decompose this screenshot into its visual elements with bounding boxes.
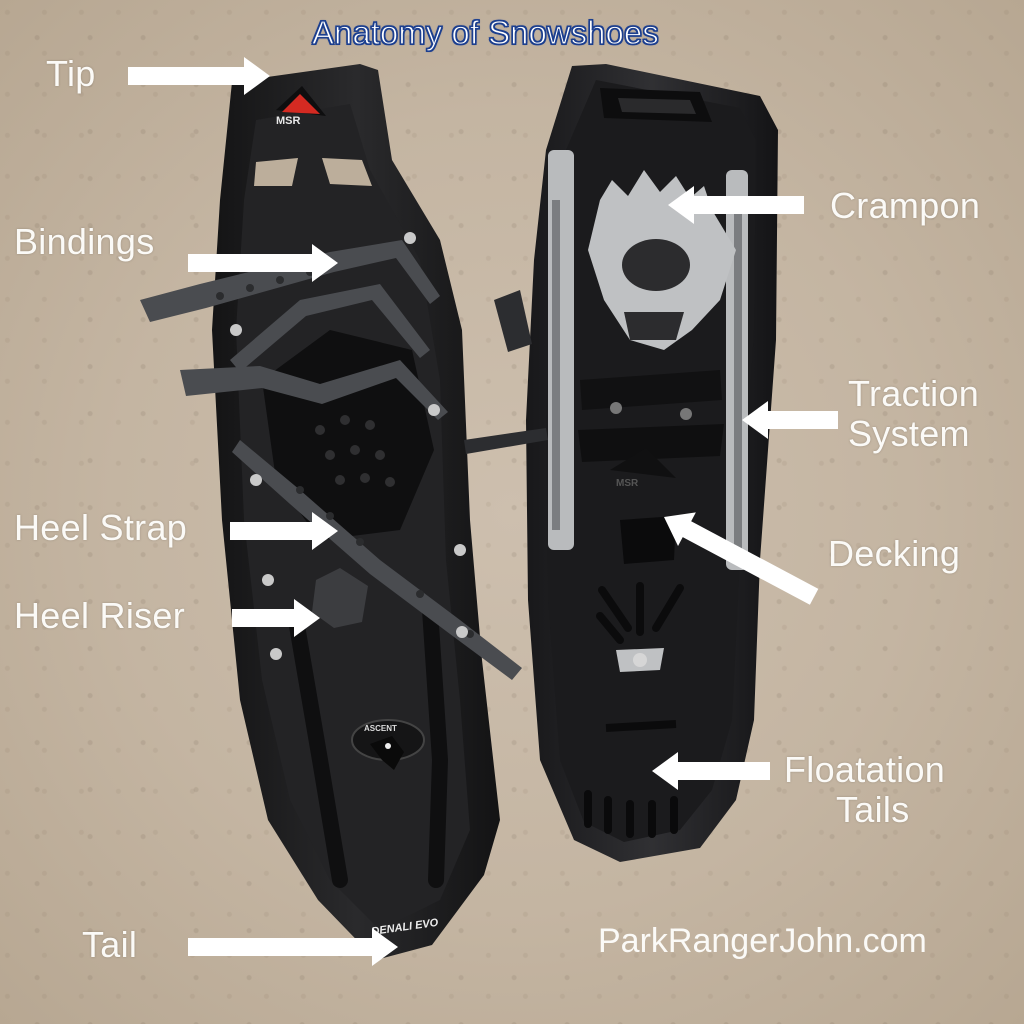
svg-text:ASCENT: ASCENT	[364, 724, 397, 733]
label-bindings: Bindings	[14, 221, 155, 262]
arrow-bindings-icon	[188, 244, 338, 282]
page-title: Anatomy of Snowshoes	[311, 13, 659, 51]
arrow-traction-icon	[742, 401, 838, 439]
label-floatation-line1: Floatation	[784, 749, 946, 790]
label-traction-system: Traction System	[848, 373, 980, 455]
arrow-floatation-icon	[652, 752, 770, 790]
arrow-tail-icon	[188, 928, 398, 966]
label-heel-riser: Heel Riser	[14, 595, 186, 636]
label-floatation-tails: Floatation Tails	[784, 749, 946, 831]
label-tail: Tail	[82, 924, 138, 965]
arrow-tip-icon	[128, 57, 270, 95]
label-decking: Decking	[828, 533, 961, 574]
arrow-heel-strap-icon	[230, 512, 338, 550]
label-traction-line2: System	[848, 413, 970, 455]
label-floatation-line2: Tails	[836, 789, 910, 831]
arrow-crampon-icon	[668, 186, 804, 224]
watermark: ParkRangerJohn.com	[598, 922, 927, 960]
label-tip: Tip	[46, 53, 96, 94]
label-heel-strap: Heel Strap	[14, 507, 188, 548]
svg-text:MSR: MSR	[616, 478, 639, 489]
svg-text:MSR: MSR	[276, 115, 301, 127]
label-crampon: Crampon	[830, 185, 981, 226]
label-traction-line1: Traction	[848, 373, 980, 414]
arrow-heel-riser-icon	[232, 599, 320, 637]
